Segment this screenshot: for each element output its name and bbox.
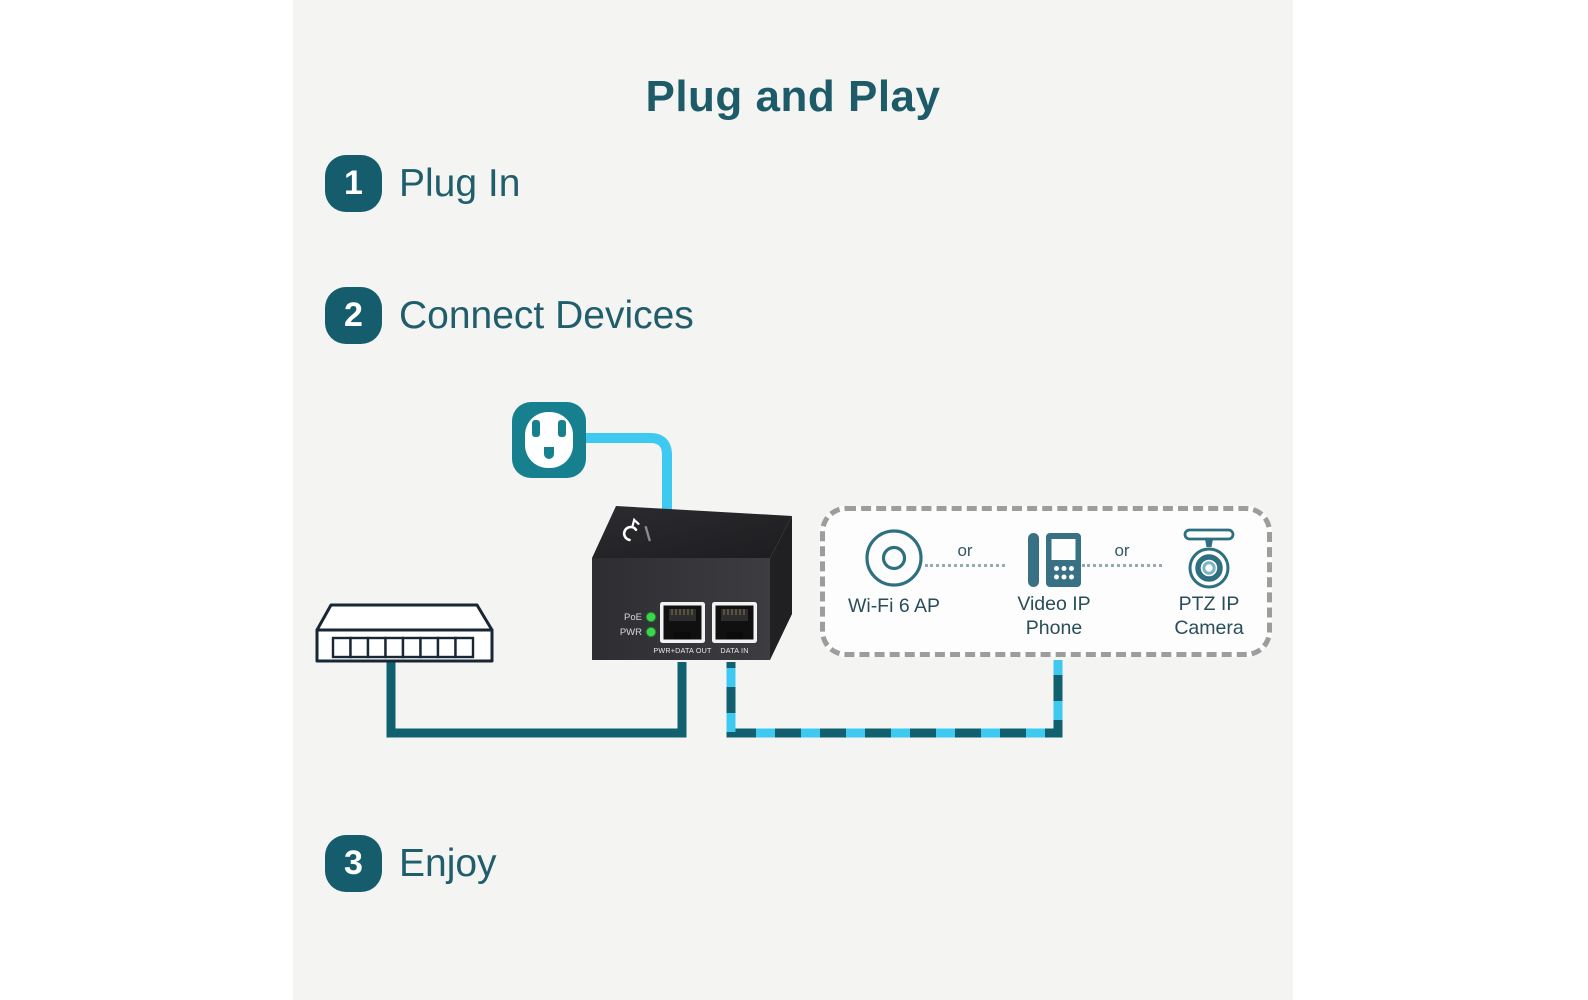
step-1-number: 1 <box>344 164 363 202</box>
step-2-badge: 2 <box>325 287 382 344</box>
step-3-number: 3 <box>344 844 363 882</box>
or-separator-1: or <box>925 541 1005 567</box>
tp-link-logo <box>622 517 651 542</box>
step-1-badge: 1 <box>325 155 382 212</box>
switch-ports <box>331 636 475 659</box>
port-label-data-in: DATA IN <box>720 646 748 655</box>
power-outlet-icon <box>512 402 586 478</box>
dotted-line <box>1082 564 1162 567</box>
step-1-label: Plug In <box>399 162 521 205</box>
device-label-wifi-ap: Wi-Fi 6 AP <box>847 595 941 617</box>
poe-injector: PoE PWR PWR+DA <box>592 506 792 660</box>
led-label-poe: PoE <box>624 612 642 623</box>
step-3-badge: 3 <box>325 835 382 892</box>
gray-background-panel <box>293 0 1293 1000</box>
rj45-port-pwr-data-out <box>660 602 705 643</box>
port-label-pwr-data-out: PWR+DATA OUT <box>653 646 712 655</box>
step-2-label: Connect Devices <box>399 294 694 337</box>
or-label: or <box>957 541 973 560</box>
device-label-ip-phone: Video IP Phone <box>1017 593 1091 639</box>
connected-devices-box: Wi-Fi 6 AP or Video IP Phone or PT <box>820 506 1272 657</box>
video-ip-phone-icon <box>1028 533 1081 587</box>
or-separator-2: or <box>1082 541 1162 567</box>
dotted-line <box>925 564 1005 567</box>
network-switch-icon <box>315 603 494 663</box>
pwr-led <box>645 626 657 638</box>
led-label-pwr: PWR <box>620 627 642 638</box>
step-3-label: Enjoy <box>399 842 497 885</box>
or-label: or <box>1114 541 1130 560</box>
wifi-6-ap-icon <box>865 529 923 587</box>
poe-led <box>645 611 657 623</box>
page-title: Plug and Play <box>645 72 941 121</box>
injector-side-face <box>770 516 792 660</box>
device-label-ptz-camera: PTZ IP Camera <box>1174 593 1244 639</box>
injector-top-face <box>592 506 792 558</box>
rj45-port-data-in <box>712 602 757 643</box>
ptz-ip-camera-icon <box>1183 528 1235 589</box>
step-2-number: 2 <box>344 296 363 334</box>
